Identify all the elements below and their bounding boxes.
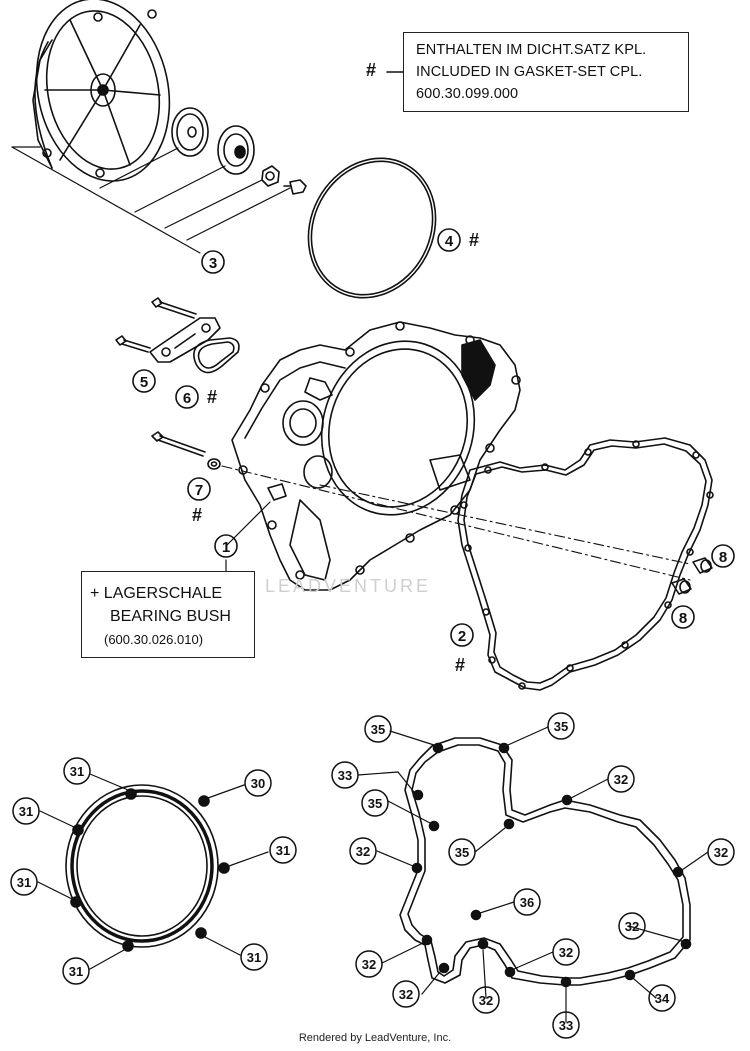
callout-3-leaders — [11, 146, 291, 254]
callout-33-b: 33 — [559, 1018, 573, 1033]
callout-circles — [132, 228, 735, 647]
callout-31-c: 31 — [276, 843, 290, 858]
callout-31-a: 31 — [70, 764, 84, 779]
callout-32-b: 32 — [356, 844, 370, 859]
o-ring-part — [307, 157, 437, 299]
crankcase-cover-part — [231, 321, 521, 591]
bracket-bolt-2 — [115, 335, 151, 353]
callout-1: 1 — [222, 539, 230, 556]
long-bolt-part — [151, 431, 206, 457]
dowel-pin-1 — [692, 557, 713, 574]
cover-ring-detail — [65, 784, 230, 952]
gasket-note-line-3: 600.30.099.000 — [416, 86, 519, 102]
callout-33-a: 33 — [338, 768, 352, 783]
bracket-part — [149, 317, 221, 363]
callout-32-d: 32 — [625, 919, 639, 934]
bracket-bolt-1 — [151, 297, 197, 319]
callout-1-leader — [225, 501, 271, 547]
callout-32-c: 32 — [714, 845, 728, 860]
gasket-note-line-1: ENTHALTEN IM DICHT.SATZ KPL. — [416, 42, 647, 58]
callout-35-d: 35 — [455, 845, 469, 860]
gasket-detail — [399, 737, 692, 988]
small-callout-circles — [10, 712, 735, 1039]
cover-nut — [261, 165, 280, 187]
callout-35-b: 35 — [554, 719, 568, 734]
small-washer-part — [207, 458, 221, 470]
gasket-set-note-box: ENTHALTEN IM DICHT.SATZ KPL. INCLUDED IN… — [403, 32, 689, 112]
callout-32-g: 32 — [399, 987, 413, 1002]
gasket-note-line-2: INCLUDED IN GASKET-SET CPL. — [416, 64, 643, 80]
callout-2: 2 — [458, 628, 466, 645]
callout-32-e: 32 — [362, 957, 376, 972]
callout-34: 34 — [655, 991, 670, 1006]
callout-36: 36 — [520, 895, 534, 910]
callout-4: 4 — [445, 233, 454, 250]
callout-31-b: 31 — [19, 804, 33, 819]
bush-note-line-2: BEARING BUSH — [110, 608, 231, 625]
hash-mark-7: # — [192, 505, 203, 525]
callout-35-a: 35 — [371, 722, 385, 737]
callout-3: 3 — [209, 255, 217, 272]
callout-6: 6 — [183, 390, 191, 407]
callout-7: 7 — [195, 482, 203, 499]
footer-credit: Rendered by LeadVenture, Inc. — [298, 1032, 452, 1044]
assembly-axis-lines — [221, 465, 691, 581]
hash-mark-4: # — [469, 230, 480, 250]
cover-bolt — [283, 179, 307, 195]
callout-31-f: 31 — [69, 964, 83, 979]
seal-loop-part — [193, 337, 240, 374]
callout-31-e: 31 — [247, 950, 261, 965]
gasket-detail-leaders — [357, 726, 709, 1023]
hash-mark-2: # — [455, 655, 466, 675]
callout-5: 5 — [140, 374, 148, 391]
callout-32-h: 32 — [479, 993, 493, 1008]
watermark-text: LEADVENTURE — [265, 576, 432, 596]
callout-30: 30 — [251, 776, 265, 791]
clutch-cover-part — [32, 0, 171, 182]
dowel-pin-2 — [671, 578, 692, 595]
cover-disc-1 — [171, 107, 209, 157]
callout-31-d: 31 — [17, 875, 31, 890]
bush-note-line-3: (600.30.026.010) — [104, 632, 204, 647]
hash-mark-6: # — [207, 387, 218, 407]
bush-note-line-1: + LAGERSCHALE — [90, 585, 223, 602]
callout-32-a: 32 — [614, 772, 628, 787]
callout-8-b: 8 — [679, 610, 687, 627]
ring-detail-leaders — [37, 773, 269, 970]
cover-disc-2 — [217, 125, 255, 175]
callout-8-a: 8 — [719, 549, 727, 566]
gasket-box-hash: # — [366, 60, 377, 80]
callout-35-c: 35 — [368, 796, 382, 811]
bearing-bush-note-box: + LAGERSCHALE BEARING BUSH (600.30.026.0… — [81, 571, 255, 658]
cover-gasket-part — [457, 437, 714, 691]
callout-32-f: 32 — [559, 945, 573, 960]
